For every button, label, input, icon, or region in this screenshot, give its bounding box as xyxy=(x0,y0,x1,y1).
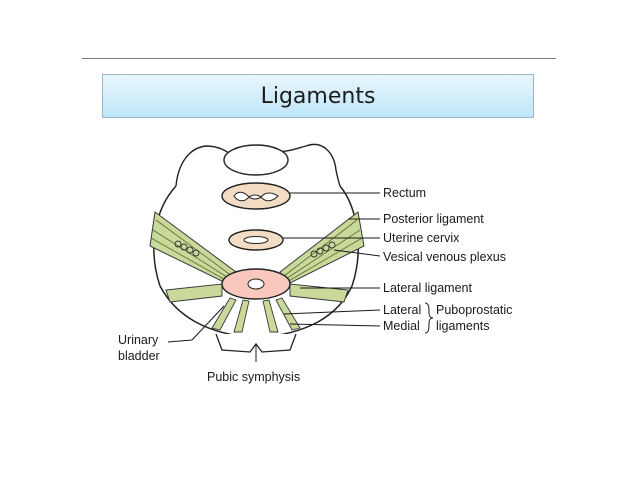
cervix-os xyxy=(243,236,269,244)
label-bladder: bladder xyxy=(118,349,160,363)
label-lateral: Lateral xyxy=(383,303,421,317)
label-medial: Medial xyxy=(383,319,420,333)
venous-plexus-right xyxy=(310,241,336,258)
divider-line xyxy=(82,58,556,59)
label-uterine-cervix: Uterine cervix xyxy=(383,231,460,245)
leader-lines xyxy=(167,192,381,343)
title-banner: Ligaments xyxy=(102,74,534,118)
label-puboprostatic-ligaments: ligaments xyxy=(436,319,490,333)
lateral-ligament-left xyxy=(165,283,223,303)
venous-plexus-left xyxy=(174,240,200,257)
label-urinary: Urinary xyxy=(118,333,159,347)
label-puboprostatic: Puboprostatic xyxy=(436,303,512,317)
label-brace xyxy=(424,302,434,334)
bladder-lumen xyxy=(247,278,265,290)
label-rectum: Rectum xyxy=(383,186,426,200)
label-pubic-symphysis: Pubic symphysis xyxy=(207,370,300,384)
label-vesical-venous-plexus: Vesical venous plexus xyxy=(383,250,506,264)
rectum-lumen xyxy=(233,191,279,202)
label-lateral-ligament: Lateral ligament xyxy=(383,281,472,295)
label-posterior-ligament: Posterior ligament xyxy=(383,212,484,226)
vertebral-body xyxy=(223,144,289,176)
slide-title: Ligaments xyxy=(260,83,376,109)
